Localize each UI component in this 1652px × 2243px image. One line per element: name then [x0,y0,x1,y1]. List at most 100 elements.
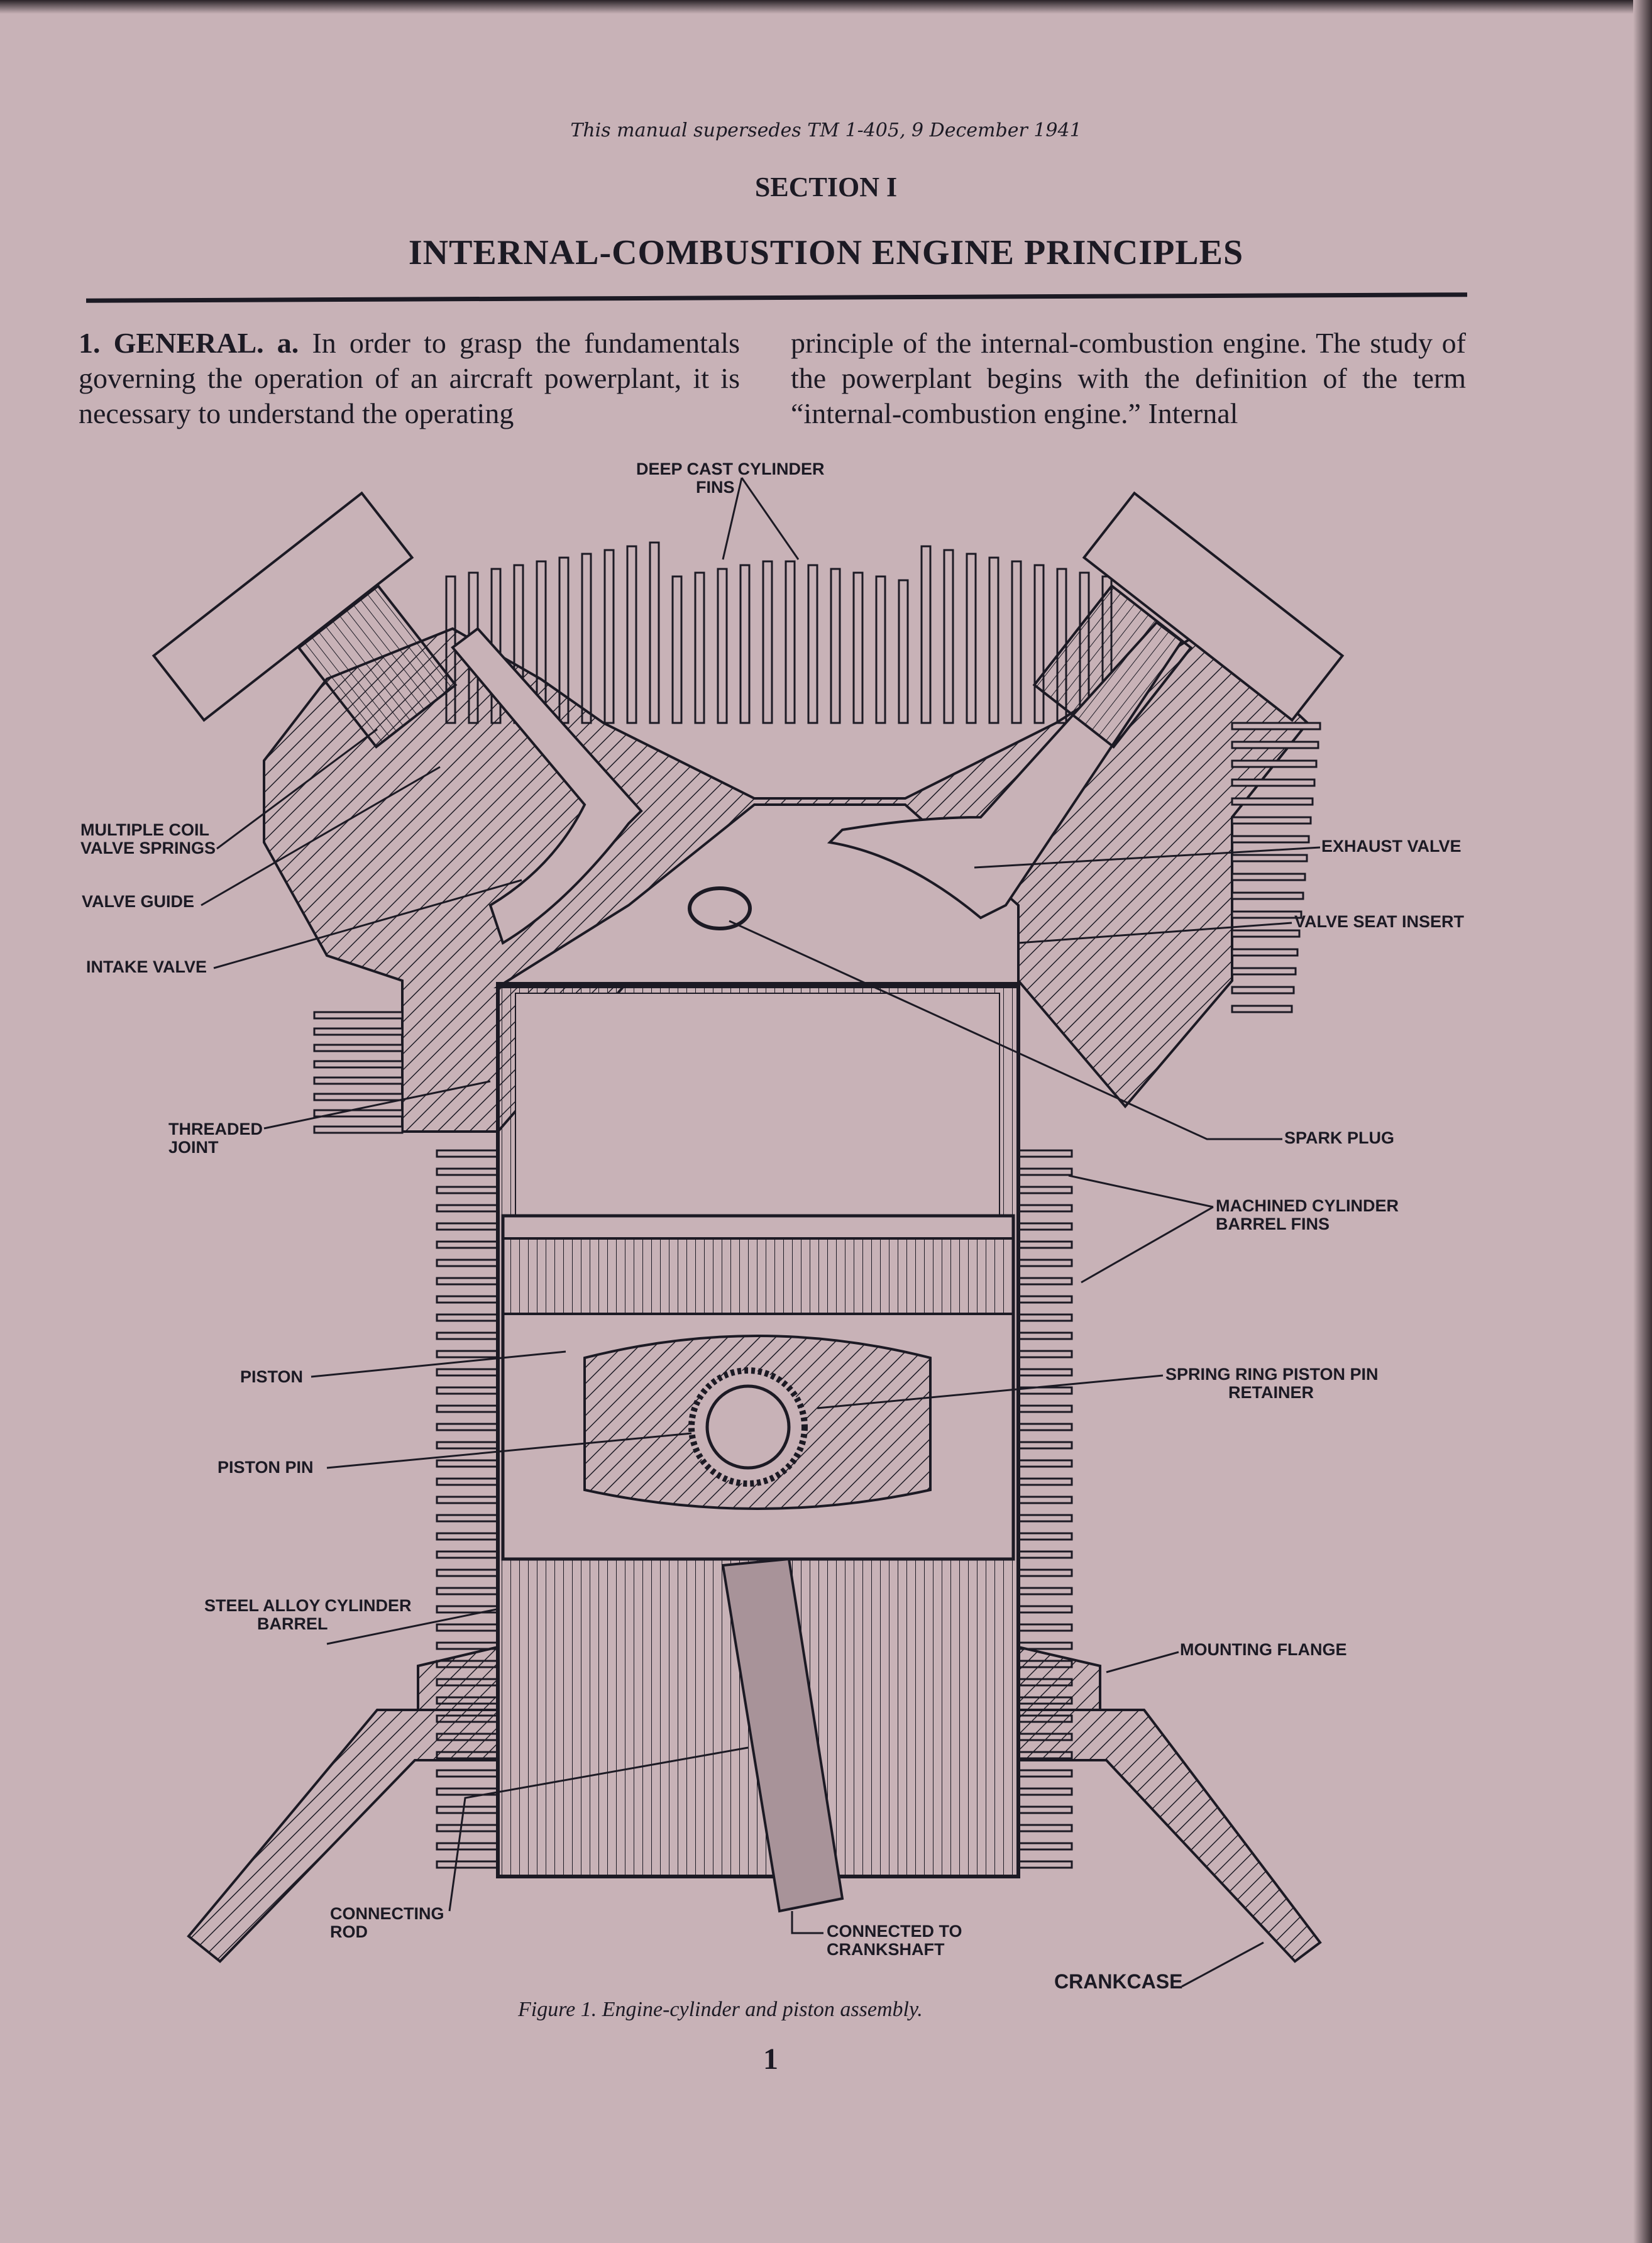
barrel-fin [436,1167,499,1176]
label-line: DEEP CAST CYLINDER [636,460,825,478]
label-line: CONNECTING [330,1904,444,1923]
barrel-fin [1017,1259,1073,1267]
barrel-fin [1017,1459,1073,1468]
supersedes-note: This manual supersedes TM 1-405, 9 Decem… [570,119,1082,141]
barrel-fin [436,1568,499,1577]
cooling-fin [739,564,751,724]
barrel-fin [1017,1167,1073,1176]
barrel-fin [1017,1423,1073,1431]
scan-edge-top [0,0,1652,14]
label-line: RETAINER [1228,1383,1314,1402]
head-fin [1231,741,1319,749]
cooling-fin [649,541,660,724]
barrel-fin [436,1623,499,1632]
label-line: CONNECTED TO [827,1922,962,1941]
barrel-fin [436,1350,499,1358]
label-line: MULTIPLE COIL [80,820,209,839]
barrel-fin [1017,1404,1073,1413]
barrel-fin [436,1805,499,1814]
label-valve-seat-insert: VALVE SEAT INSERT [1294,912,1465,931]
cooling-fin [603,549,615,724]
barrel-fin [1017,1496,1073,1504]
spark-plug [688,886,752,930]
barrel-fin [436,1331,499,1340]
head-fin [313,1027,404,1036]
head-fin [313,1011,404,1020]
barrel-fin [1017,1204,1073,1213]
barrel-fin [1017,1587,1073,1595]
rocker-left [151,491,414,722]
head-fin [1231,1005,1293,1013]
barrel-fin [436,1149,499,1158]
cooling-fin [966,553,977,724]
cooling-fin [785,560,796,724]
subparagraph-letter: a. [277,327,299,359]
cooling-fin [717,568,728,724]
crankcase-left [187,1709,499,1963]
label-line: ROD [330,1922,368,1941]
head-fin [1231,873,1306,881]
label-line: THREADED [168,1120,263,1138]
barrel-fin [1017,1477,1073,1486]
barrel-fin [436,1313,499,1322]
machined-barrel-fins-left [313,1011,499,1869]
barrel-fin [436,1277,499,1286]
cooling-fin [671,575,683,724]
cooling-fin [807,564,818,724]
connecting-rod [721,1557,844,1913]
cooling-fin [830,568,841,724]
barrel-fin [1017,1295,1073,1304]
label-exhaust-valve: EXHAUST VALVE [1321,837,1462,856]
head-fin [313,1044,404,1052]
head-fin [1231,816,1312,825]
barrel-fin [1017,1842,1073,1851]
head-fin [313,1109,404,1118]
cooling-fin [762,560,773,724]
head-fin [1231,778,1316,787]
barrel-fin [436,1860,499,1869]
label-mounting-flange: MOUNTING FLANGE [1180,1640,1347,1659]
head-fin [1231,722,1321,730]
barrel-fin [436,1459,499,1468]
valve-spring-left [297,584,458,749]
barrel-fin [436,1769,499,1778]
label-intake-valve: INTAKE VALVE [86,957,207,976]
paragraph-text: In order to grasp the fundamentals gover… [79,327,741,429]
label-valve-guide: VALVE GUIDE [82,892,195,911]
label-line: BARREL FINS [1216,1215,1330,1233]
barrel-fin [436,1441,499,1450]
label-line: VALVE SPRINGS [80,839,216,857]
label-line: CRANKSHAFT [827,1940,945,1959]
barrel-fin [436,1186,499,1194]
label-line: STEEL ALLOY CYLINDER [204,1596,412,1615]
barrel-fin [1017,1824,1073,1832]
head-fin [1231,967,1297,976]
head-fin [1231,835,1310,844]
barrel-fin [436,1496,499,1504]
head-fin [1231,910,1302,919]
cooling-fin [875,575,886,724]
figure-caption: Figure 1. Engine-cylinder and piston ass… [518,1998,923,2021]
cooling-fin [898,579,909,724]
barrel-fin [436,1386,499,1395]
barrel-fin [1017,1860,1073,1869]
page-title: INTERNAL-COMBUSTION ENGINE PRINCIPLES [408,233,1244,272]
head-fin [313,1060,404,1069]
cooling-fin [943,549,954,724]
piston-rings [502,1237,1015,1315]
body-column-2: principle of the internal-combustion eng… [791,327,1466,429]
barrel-fin [436,1404,499,1413]
cooling-fin [852,571,864,724]
label-crankcase: CRANKCASE [1054,1970,1183,1993]
intake-valve [451,627,643,945]
valve-spring-right [1032,584,1193,749]
cooling-fin [988,556,999,724]
head-fin [1231,854,1308,862]
barrel-fin [1017,1532,1073,1541]
barrel-fin [436,1295,499,1304]
mounting-flange-left [417,1645,499,1711]
